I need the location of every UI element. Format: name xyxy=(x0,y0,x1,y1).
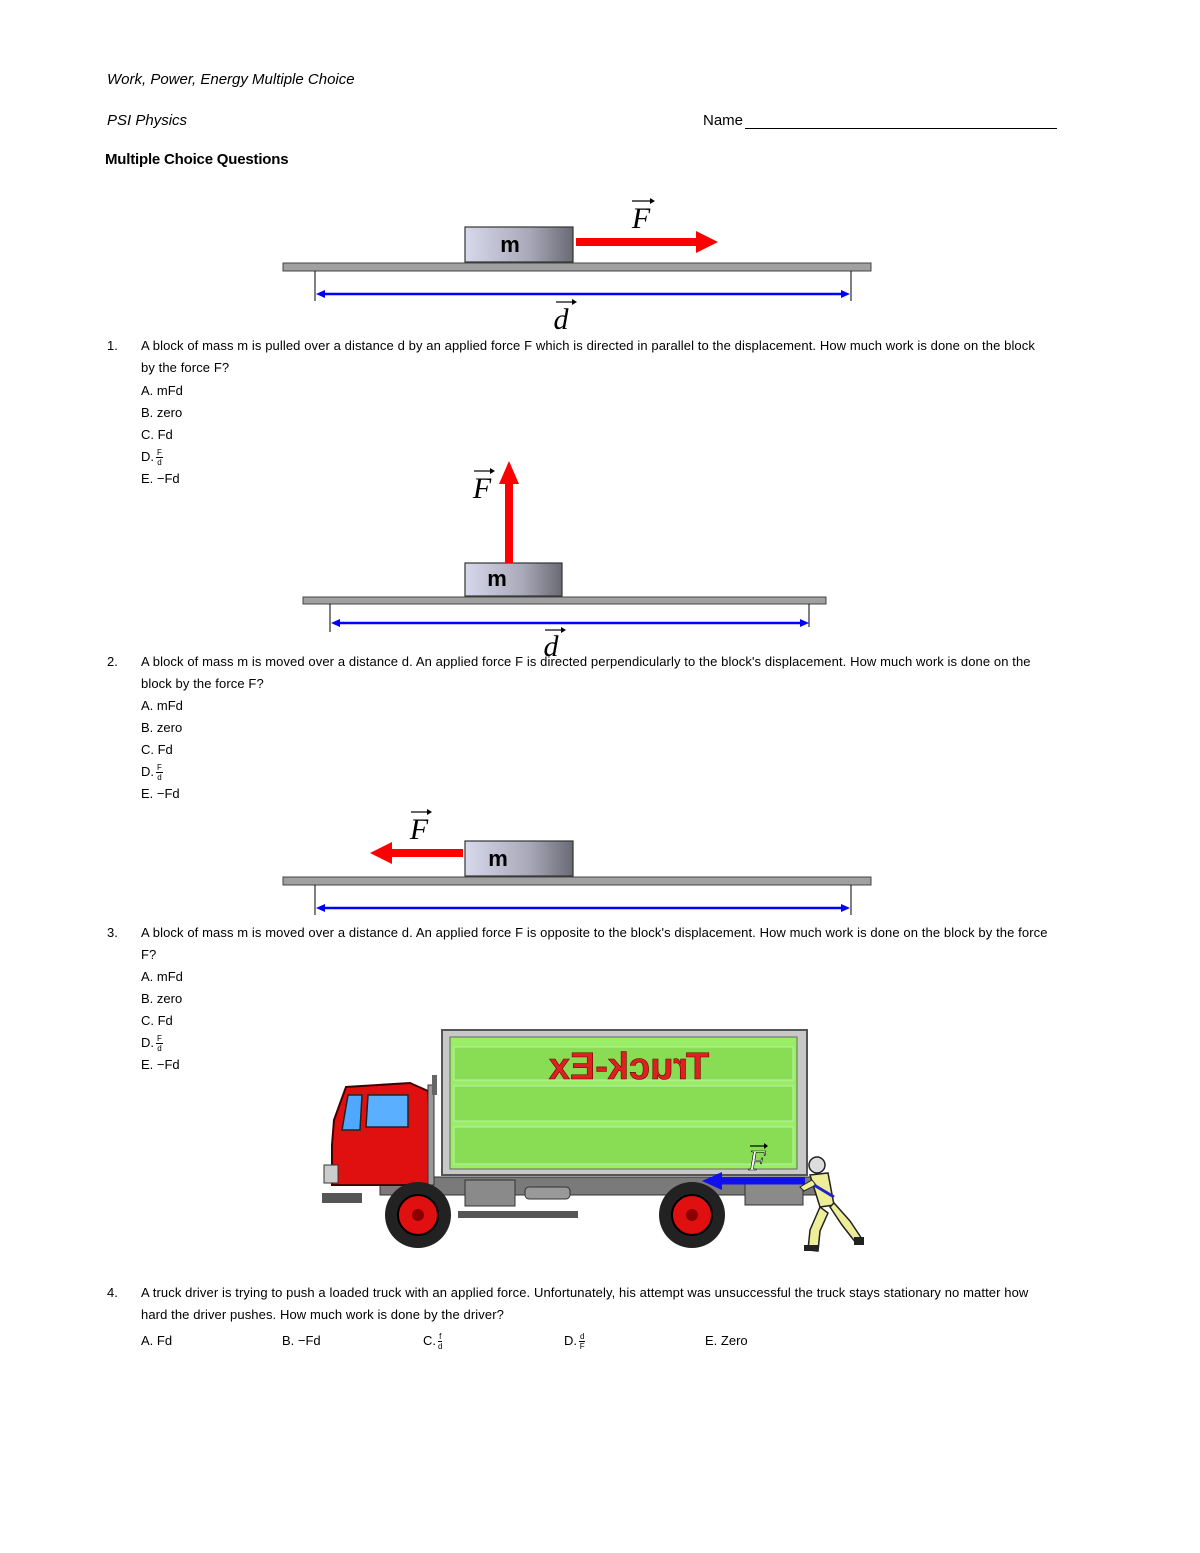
block-label: m xyxy=(500,232,520,257)
option-c[interactable]: C. Fd xyxy=(141,427,173,442)
name-field[interactable]: Name xyxy=(703,112,1058,129)
option-a[interactable]: A. mFd xyxy=(141,383,183,398)
question-text: A block of mass m is moved over a distan… xyxy=(141,925,1048,962)
name-label: Name xyxy=(703,112,744,129)
option-e[interactable]: E. −Fd xyxy=(141,1057,180,1072)
force-label: F xyxy=(631,202,651,235)
document-title: Work, Power, Energy Multiple Choice xyxy=(107,71,355,88)
section-title: Multiple Choice Questions xyxy=(105,151,289,168)
question-text: A block of mass m is moved over a distan… xyxy=(141,654,1031,691)
option-b[interactable]: B. zero xyxy=(141,405,183,420)
force-label: F xyxy=(409,813,429,846)
option-c[interactable]: C. Fd xyxy=(141,1013,173,1028)
option-b[interactable]: B. zero xyxy=(141,720,183,735)
mass-block xyxy=(464,562,563,597)
mass-block xyxy=(464,226,574,263)
option-a[interactable]: A. Fd xyxy=(141,1333,173,1348)
block-label: m xyxy=(488,846,508,871)
option-b[interactable]: B. zero xyxy=(141,991,183,1006)
name-blank-line[interactable] xyxy=(745,113,1058,129)
force-label: F xyxy=(747,1146,766,1177)
question-number: 3. xyxy=(107,925,118,940)
diagram-perpendicular-force: m F d xyxy=(302,461,827,660)
option-e[interactable]: E. −Fd xyxy=(141,786,180,801)
front-wheel xyxy=(385,1182,451,1248)
option-e[interactable]: E. −Fd xyxy=(141,471,180,486)
option-e[interactable]: E. Zero xyxy=(705,1333,748,1348)
question-text: A block of mass m is pulled over a dista… xyxy=(141,338,1035,375)
diagram-truck: Truck-Ex F xyxy=(322,1029,864,1252)
question-number: 2. xyxy=(107,654,118,669)
block-label: m xyxy=(487,566,507,591)
displacement-label: d xyxy=(554,303,570,335)
truck-sign: Truck-Ex xyxy=(549,1046,710,1088)
option-c[interactable]: C. Fd xyxy=(141,742,173,757)
question-number: 4. xyxy=(107,1285,118,1300)
rear-wheel xyxy=(659,1182,725,1248)
diagram-opposite-force: m F xyxy=(282,809,872,915)
option-a[interactable]: A. mFd xyxy=(141,969,183,984)
diagram-parallel-force: m F d xyxy=(282,198,872,335)
truck-driver xyxy=(799,1156,864,1252)
course-name: PSI Physics xyxy=(107,112,188,129)
force-label: F xyxy=(472,472,492,505)
option-a[interactable]: A. mFd xyxy=(141,698,183,713)
displacement-label: d xyxy=(544,630,560,660)
question-number: 1. xyxy=(107,338,118,353)
option-b[interactable]: B. −Fd xyxy=(282,1333,321,1348)
question-text: A truck driver is trying to push a loade… xyxy=(141,1285,1029,1322)
mass-block xyxy=(464,840,574,877)
